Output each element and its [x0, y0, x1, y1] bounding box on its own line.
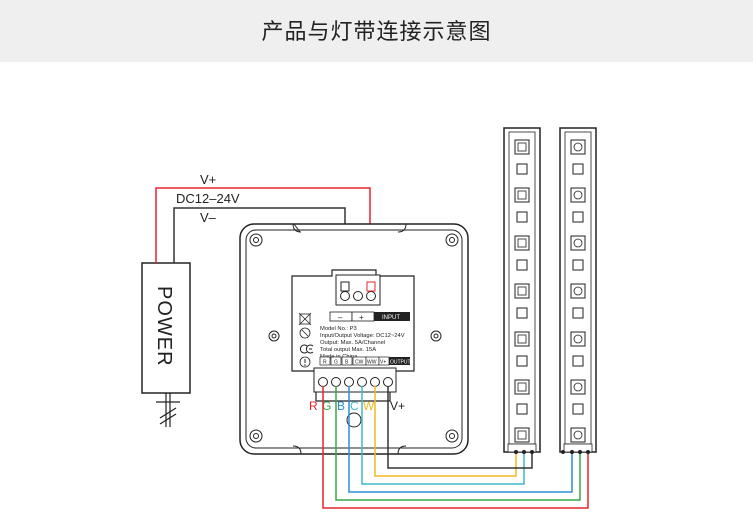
input-minus-label: – — [338, 313, 343, 322]
led-chip — [514, 379, 530, 395]
led-chip — [514, 427, 530, 443]
resistor — [572, 355, 584, 367]
led-chip-inner — [517, 142, 527, 152]
output-label-row: R G B CW WW V+ OUTPUT — [319, 356, 411, 366]
power-voltage-label: DC12–24V — [176, 191, 240, 206]
channel-w-label: W — [363, 399, 375, 413]
led-chip-inner — [517, 238, 527, 248]
led-chip — [570, 139, 586, 155]
solder-pad — [578, 450, 582, 454]
led-chip-inner — [573, 142, 583, 152]
channel-g-label: G — [322, 399, 331, 413]
led-chip — [570, 427, 586, 443]
out-term-ww: WW — [367, 360, 377, 366]
resistor — [572, 163, 584, 175]
strip-leds — [514, 139, 590, 454]
led-chip — [570, 235, 586, 251]
channel-b-label: B — [337, 399, 345, 413]
led-chip — [570, 283, 586, 299]
solder-pad — [514, 450, 518, 454]
resistor — [516, 355, 528, 367]
output-label: OUTPUT — [390, 360, 411, 366]
channel-r-label: R — [309, 399, 318, 413]
power-wires: V+ DC12–24V V– — [155, 172, 371, 289]
title-bar: 产品与灯带连接示意图 — [0, 0, 753, 62]
led-chip — [514, 331, 530, 347]
output-wires — [322, 386, 589, 509]
input-label-row: – + INPUT — [329, 311, 410, 322]
solder-pad — [561, 450, 565, 454]
resistor — [516, 163, 528, 175]
led-chip-inner — [573, 190, 583, 200]
led-chip-inner — [573, 430, 583, 440]
led-chip-inner — [573, 382, 583, 392]
led-chip-inner — [517, 382, 527, 392]
output-terminal-block — [313, 367, 397, 428]
page-title: 产品与灯带连接示意图 — [261, 20, 492, 45]
led-chip-inner — [573, 334, 583, 344]
weee-icon — [298, 312, 312, 326]
led-chip — [570, 379, 586, 395]
power-vminus-label: V– — [200, 210, 217, 225]
screw-icon — [249, 233, 459, 443]
led-chip-inner — [517, 190, 527, 200]
channel-labels: R G B C W V+ — [309, 399, 405, 413]
out-term-b: B — [345, 360, 349, 366]
solder-pad — [522, 450, 526, 454]
resistor — [572, 403, 584, 415]
input-terminal-block — [335, 274, 381, 306]
led-chip — [570, 187, 586, 203]
led-chip — [514, 187, 530, 203]
power-supply: POWER — [141, 262, 191, 427]
resistor — [572, 259, 584, 271]
channel-vplus-label: V+ — [390, 399, 405, 413]
spec-line-2: Input/Output Voltage: DC12~24V — [320, 333, 405, 339]
solder-pad — [570, 450, 574, 454]
led-chip — [514, 235, 530, 251]
resistor — [516, 259, 528, 271]
spec-line-3: Output: Max. 5A/Channel — [320, 340, 385, 346]
resistor — [516, 403, 528, 415]
power-vplus-label: V+ — [200, 172, 216, 187]
out-term-cw: CW — [355, 360, 364, 366]
out-term-vplus: V+ — [380, 360, 386, 366]
class2-icon — [299, 327, 311, 339]
led-chip-inner — [517, 334, 527, 344]
out-term-g: G — [334, 360, 338, 366]
led-chip-inner — [517, 430, 527, 440]
ce-mark-icon — [299, 344, 314, 354]
input-plus-label: + — [359, 313, 364, 322]
led-chip — [514, 283, 530, 299]
led-chip — [514, 139, 530, 155]
power-label: POWER — [153, 286, 175, 367]
out-term-r: R — [323, 360, 327, 366]
led-chip-inner — [517, 286, 527, 296]
led-chip-inner — [573, 238, 583, 248]
solder-pad — [586, 450, 590, 454]
resistor — [516, 211, 528, 223]
resistor — [516, 307, 528, 319]
controller-panel: – + INPUT Model No.: P3 Input/Output Vol… — [239, 223, 469, 455]
channel-c-label: C — [350, 399, 359, 413]
resistor — [572, 307, 584, 319]
resistor — [572, 211, 584, 223]
input-label: INPUT — [382, 315, 400, 321]
spec-line-1: Model No.: P3 — [320, 326, 357, 332]
solder-pad — [530, 450, 534, 454]
spec-line-4: Total output Max. 15A — [320, 347, 376, 353]
warning-icon — [299, 356, 311, 368]
led-chip — [570, 331, 586, 347]
wiring-diagram: POWER V+ DC12–24V V– — [141, 127, 597, 509]
led-chip-inner — [573, 286, 583, 296]
